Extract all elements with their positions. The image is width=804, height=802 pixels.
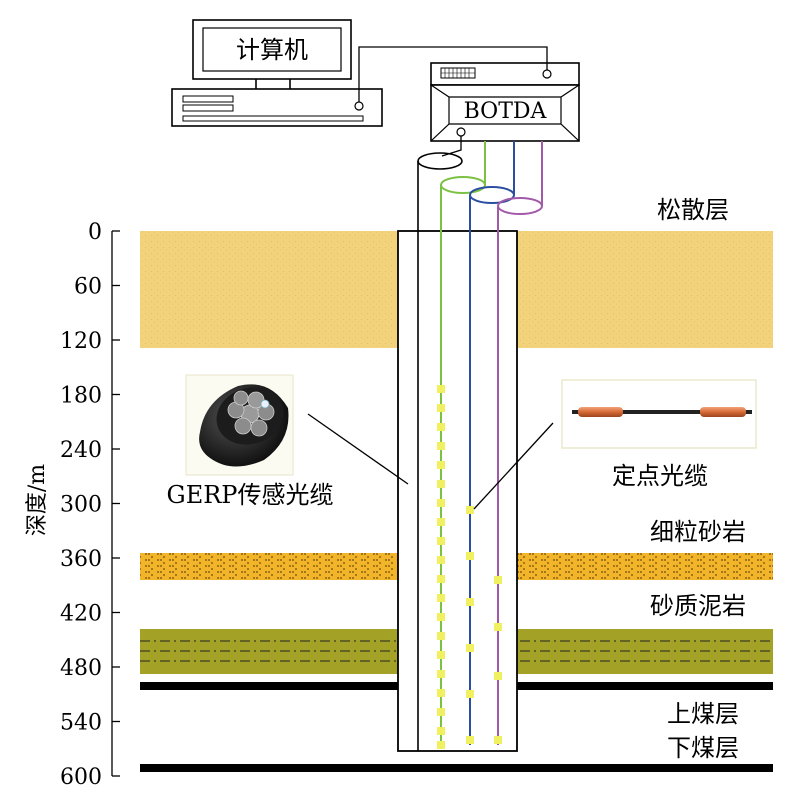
blue-fiber-anchor: [466, 552, 474, 560]
axis-tick-label: 0: [88, 220, 102, 245]
purple-fiber-anchor: [494, 736, 502, 744]
loose-layer-label: 松散层: [657, 196, 729, 224]
purple-fixed-point-fiber: [497, 141, 543, 745]
lower-coal-seam: [140, 764, 773, 772]
green-fiber-anchor: [437, 461, 445, 469]
blue-fiber-anchor: [466, 506, 474, 514]
upper-coal-label: 上煤层: [667, 700, 739, 728]
axis-tick-label: 60: [74, 275, 102, 300]
blue-fiber-anchor: [466, 644, 474, 652]
green-fiber-anchor: [437, 727, 445, 735]
green-fiber-anchor: [437, 385, 445, 393]
green-fiber-anchor: [437, 708, 445, 716]
fixed-point-cable-inset: 定点光缆: [473, 379, 757, 510]
sandy-mudstone-label: 砂质泥岩: [650, 592, 746, 620]
axis-tick-label: 240: [60, 438, 102, 463]
green-fiber-anchor: [437, 594, 445, 602]
computer-label: 计算机: [236, 36, 308, 64]
fixed-point-cable-icon: [572, 407, 752, 417]
gerp-cable-cross-section-icon: [199, 384, 289, 467]
data-link-cable: [358, 46, 548, 102]
green-fiber-anchor: [437, 651, 445, 659]
blue-fiber-anchor: [466, 736, 474, 744]
anchor-points: [437, 385, 502, 749]
axis-tick-label: 540: [60, 711, 102, 736]
axis-tick-label: 420: [60, 602, 102, 627]
axis-tick-label: 600: [60, 765, 102, 790]
green-fiber-anchor: [437, 670, 445, 678]
green-fiber-anchor: [437, 518, 445, 526]
gerp-cable-inset: GERP传感光缆: [167, 374, 409, 509]
depth-axis: 0 60 120 180 240 300 360 420 480 540 600 深度/m: [25, 220, 120, 790]
green-fiber-anchor: [437, 575, 445, 583]
botda-analyzer: BOTDA: [430, 62, 580, 142]
axis-tick-label: 480: [60, 656, 102, 681]
botda-label: BOTDA: [464, 99, 548, 124]
purple-fiber-anchor: [494, 672, 502, 680]
axis-tick-label: 300: [60, 493, 102, 518]
lower-coal-label: 下煤层: [667, 734, 739, 762]
green-fiber-anchor: [437, 537, 445, 545]
axis-tick-label: 120: [60, 329, 102, 354]
green-fiber-anchor: [437, 613, 445, 621]
green-fiber-anchor: [437, 556, 445, 564]
green-fiber-anchor: [437, 499, 445, 507]
fine-sandstone-label: 细粒砂岩: [650, 518, 746, 546]
fixed-point-cable-label: 定点光缆: [612, 462, 708, 490]
green-fiber-anchor: [437, 423, 445, 431]
axis-tick-label: 360: [60, 547, 102, 572]
gerp-cable-label: GERP传感光缆: [167, 481, 334, 509]
blue-fiber-anchor: [466, 598, 474, 606]
purple-fiber-anchor: [494, 623, 502, 631]
green-fiber-anchor: [437, 689, 445, 697]
green-fiber-anchor: [437, 404, 445, 412]
gerp-cable-loop: [417, 136, 463, 751]
green-fiber-anchor: [437, 480, 445, 488]
blue-fiber-anchor: [466, 690, 474, 698]
purple-fiber-anchor: [494, 576, 502, 584]
green-fiber-anchor: [437, 632, 445, 640]
depth-axis-label: 深度/m: [25, 464, 50, 536]
axis-tick-label: 180: [60, 384, 102, 409]
computer: 计算机: [171, 19, 383, 127]
green-fiber-anchor: [437, 741, 445, 749]
green-fiber-anchor: [437, 442, 445, 450]
blue-fixed-point-fiber: [469, 141, 515, 745]
